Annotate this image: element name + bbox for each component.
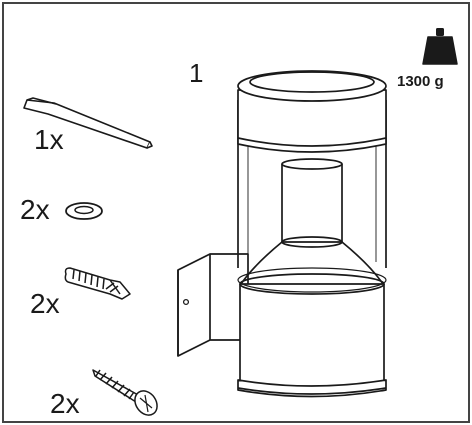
wall-plug-icon: [64, 267, 131, 300]
wall-lamp-illustration: [177, 70, 387, 398]
washer-quantity: 2x: [20, 194, 50, 225]
weight-icon: [422, 28, 458, 65]
hex-key-icon: [23, 97, 153, 149]
part-number-label: 1: [189, 58, 204, 88]
bracket-screw-hole: [182, 298, 190, 306]
screw-quantity: 2x: [50, 388, 80, 419]
screw-icon: [92, 369, 158, 416]
allen-key-quantity: 1x: [34, 124, 64, 155]
wall-plug-quantity: 2x: [30, 288, 60, 319]
washer-icon: [65, 202, 103, 220]
wall-bracket: [177, 253, 249, 357]
weight-label: 1300 g: [397, 73, 444, 90]
